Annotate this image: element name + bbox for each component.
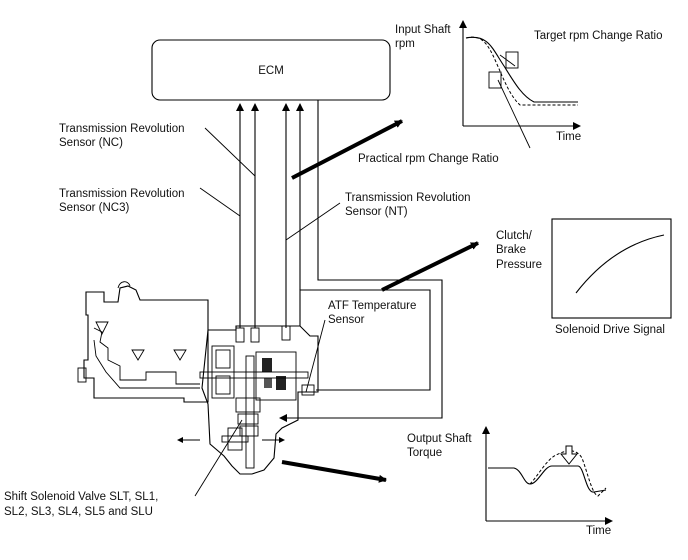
sensor-nc-label-1: Transmission Revolution — [59, 123, 184, 135]
shift-solenoid-label-2: SL2, SL3, SL4, SL5 and SLU — [4, 506, 153, 518]
diagram-labels: Input Shaft rpm Target rpm Change Ratio … — [4, 24, 665, 537]
input-shaft-rpm-graph — [459, 20, 581, 130]
big-arrows — [281, 119, 479, 483]
input-shaft-label-1: Input Shaft — [395, 24, 451, 36]
ecm-label: ECM — [258, 65, 284, 77]
clutch-pressure-graph — [551, 218, 672, 319]
clutch-label-3: Pressure — [496, 259, 542, 271]
practical-ratio-label: Practical rpm Change Ratio — [358, 153, 499, 165]
sensor-nc3-label-1: Transmission Revolution — [59, 188, 184, 200]
atf-label-2: Sensor — [328, 314, 365, 326]
sensor-nc3-label-2: Sensor (NC3) — [59, 202, 129, 214]
clutch-label-1: Clutch/ — [496, 230, 533, 242]
leader-lines — [194, 54, 531, 497]
sensor-nt-label-2: Sensor (NT) — [345, 206, 408, 218]
time-label-bottom: Time — [586, 525, 611, 537]
input-shaft-label-2: rpm — [395, 38, 415, 50]
clutch-label-2: Brake — [496, 244, 526, 256]
sensor-signal-lines — [236, 100, 443, 422]
solenoid-signal-label: Solenoid Drive Signal — [555, 324, 665, 336]
output-torque-graph — [482, 426, 613, 525]
output-torque-label-1: Output Shaft — [407, 433, 472, 445]
atf-label-1: ATF Temperature — [328, 300, 416, 312]
sensor-nc-label-2: Sensor (NC) — [59, 137, 123, 149]
transmission-assembly — [77, 281, 319, 475]
time-label-top: Time — [556, 131, 581, 143]
ecm-box: ECM — [151, 39, 391, 101]
shift-solenoid-label-1: Shift Solenoid Valve SLT, SL1, — [4, 491, 158, 503]
output-torque-label-2: Torque — [407, 447, 442, 459]
sensor-nt-label-1: Transmission Revolution — [345, 192, 470, 204]
target-ratio-label: Target rpm Change Ratio — [534, 30, 662, 42]
